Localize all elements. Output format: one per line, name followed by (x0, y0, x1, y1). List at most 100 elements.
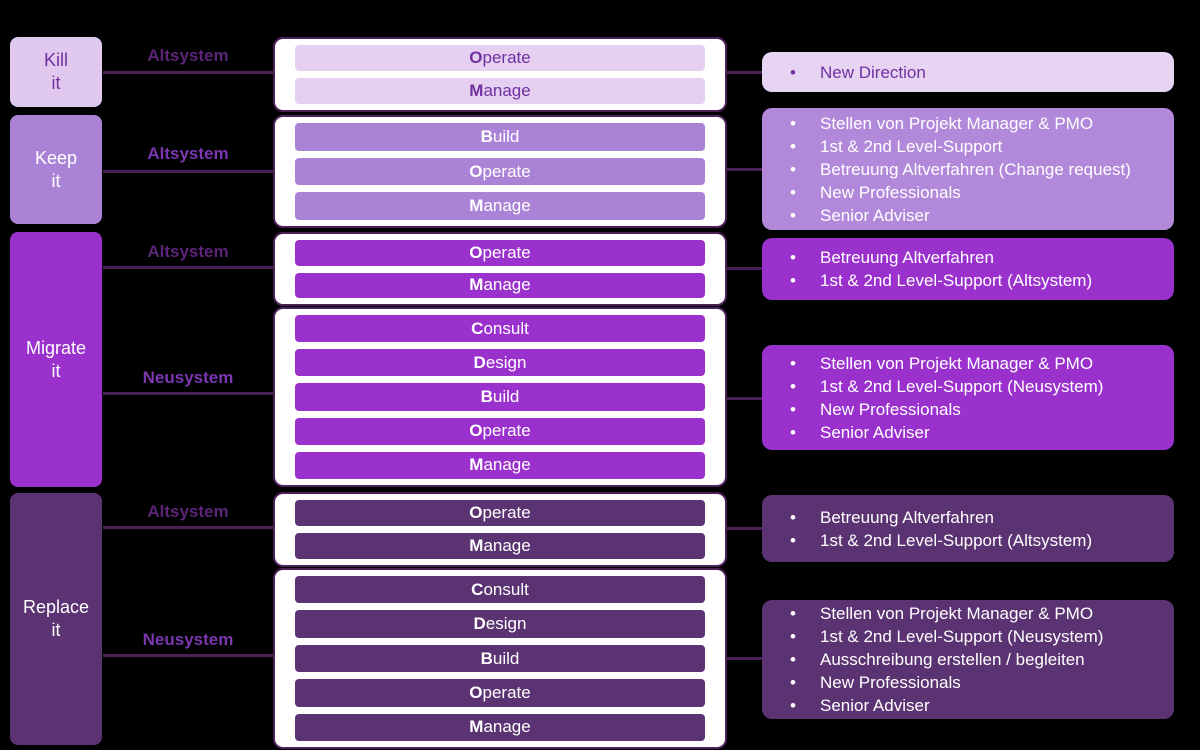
phase-bar-operate: Operate (295, 679, 705, 707)
strategy-label: Migrate (25, 337, 87, 358)
service-item: 1st & 2nd Level-Support (Altsystem) (772, 269, 1164, 292)
phase-bar-design: Design (295, 610, 705, 638)
service-box-kill-altsystem: New Direction (762, 52, 1174, 92)
phase-rest: anage (483, 196, 531, 216)
service-list: Stellen von Projekt Manager & PMO 1st & … (762, 602, 1174, 717)
phase-bar-design: Design (295, 349, 705, 377)
phase-initial: O (469, 503, 483, 522)
service-box-replace-neusystem: Stellen von Projekt Manager & PMO 1st & … (762, 600, 1174, 719)
service-item: Betreuung Altverfahren (772, 506, 1164, 529)
phase-rest: esign (485, 352, 527, 372)
phase-container-migrate-altsystem: Operate Manage (273, 232, 727, 306)
phase-initial: B (480, 126, 493, 146)
service-item: Stellen von Projekt Manager & PMO (772, 352, 1164, 375)
phase-initial: M (469, 275, 484, 295)
phase-initial: M (469, 196, 484, 216)
phase-bar-consult: Consult (295, 576, 705, 604)
connector-line (103, 526, 273, 529)
service-item: New Professionals (772, 398, 1164, 421)
phase-rest: onsult (483, 318, 529, 338)
strategy-label: it (51, 620, 61, 640)
service-box-migrate-altsystem: Betreuung Altverfahren 1st & 2nd Level-S… (762, 238, 1174, 300)
system-label-altsystem: Altsystem (147, 502, 229, 521)
strategy-box-replace-it: Replace it (10, 493, 102, 745)
phase-initial: O (469, 421, 483, 441)
phase-rest: esign (485, 614, 527, 634)
phase-rest: anage (483, 536, 531, 555)
service-list: Betreuung Altverfahren 1st & 2nd Level-S… (762, 246, 1174, 292)
phase-bar-operate: Operate (295, 45, 705, 71)
phase-initial: M (469, 536, 484, 555)
phase-bar-operate: Operate (295, 157, 705, 186)
phase-rest: uild (492, 648, 520, 668)
phase-container-keep-altsystem: Build Operate Manage (273, 115, 727, 228)
service-list: Betreuung Altverfahren 1st & 2nd Level-S… (762, 506, 1174, 552)
strategy-box-kill-it: Kill it (10, 37, 102, 107)
phase-container-kill-altsystem: Operate Manage (273, 37, 727, 112)
phase-container-replace-neusystem: Consult Design Build Operate Manage (273, 568, 727, 749)
phase-rest: anage (483, 455, 531, 475)
phase-rest: perate (482, 421, 531, 441)
service-list: Stellen von Projekt Manager & PMO 1st & … (762, 112, 1174, 227)
system-label-neusystem: Neusystem (142, 368, 234, 387)
strategy-label: it (51, 170, 61, 191)
service-item: Ausschreibung erstellen / begleiten (772, 648, 1164, 671)
phase-bar-manage: Manage (295, 713, 705, 742)
phase-initial: C (471, 318, 484, 338)
service-item: Stellen von Projekt Manager & PMO (772, 602, 1164, 625)
phase-bar-operate: Operate (295, 417, 705, 445)
service-item: Senior Adviser (772, 421, 1164, 444)
service-item: Stellen von Projekt Manager & PMO (772, 112, 1164, 135)
phase-initial: O (469, 48, 483, 67)
system-label-altsystem: Altsystem (147, 144, 229, 163)
phase-initial: D (473, 352, 486, 372)
phase-rest: perate (482, 242, 531, 262)
phase-bar-build: Build (295, 383, 705, 411)
system-label-altsystem: Altsystem (147, 242, 229, 261)
connector-line (103, 71, 273, 74)
phase-rest: uild (492, 126, 520, 146)
phase-bar-consult: Consult (295, 315, 705, 343)
strategy-box-keep-it: Keep it (10, 115, 102, 224)
phase-initial: M (469, 455, 484, 475)
phase-bar-manage: Manage (295, 451, 705, 480)
service-box-replace-altsystem: Betreuung Altverfahren 1st & 2nd Level-S… (762, 495, 1174, 562)
service-item: New Direction (772, 61, 1164, 84)
strategy-label: Kill (43, 50, 68, 70)
phase-bar-build: Build (295, 123, 705, 151)
strategy-box-migrate-it: Migrate it (10, 232, 102, 487)
service-item: 1st & 2nd Level-Support (Neusystem) (772, 375, 1164, 398)
service-item: 1st & 2nd Level-Support (Altsystem) (772, 529, 1164, 552)
service-item: Betreuung Altverfahren (Change request) (772, 158, 1164, 181)
service-item: 1st & 2nd Level-Support (Neusystem) (772, 625, 1164, 648)
phase-bar-manage: Manage (295, 272, 705, 298)
phase-rest: anage (483, 81, 531, 100)
phase-rest: anage (483, 275, 531, 295)
service-box-migrate-neusystem: Stellen von Projekt Manager & PMO 1st & … (762, 345, 1174, 450)
service-box-keep-altsystem: Stellen von Projekt Manager & PMO 1st & … (762, 108, 1174, 230)
strategy-label: it (51, 360, 61, 381)
phase-rest: perate (482, 161, 531, 181)
connector-line (103, 654, 273, 657)
strategy-label: Keep (34, 147, 78, 168)
connector-line (103, 266, 273, 269)
connector-line (103, 170, 273, 173)
service-list: Stellen von Projekt Manager & PMO 1st & … (762, 352, 1174, 444)
phase-initial: B (480, 648, 493, 668)
phase-rest: perate (482, 48, 531, 67)
phase-bar-build: Build (295, 644, 705, 673)
service-item: New Professionals (772, 671, 1164, 694)
phase-rest: onsult (483, 579, 529, 599)
phase-initial: M (469, 717, 484, 737)
phase-bar-operate: Operate (295, 240, 705, 266)
service-item: New Professionals (772, 181, 1164, 204)
phase-initial: O (469, 161, 483, 181)
phase-bar-manage: Manage (295, 78, 705, 104)
phase-rest: anage (483, 717, 531, 737)
strategy-label: it (51, 73, 61, 93)
connector-line (103, 392, 273, 395)
system-label-neusystem: Neusystem (142, 630, 234, 649)
phase-initial: O (469, 242, 483, 262)
phase-container-replace-altsystem: Operate Manage (273, 492, 727, 567)
